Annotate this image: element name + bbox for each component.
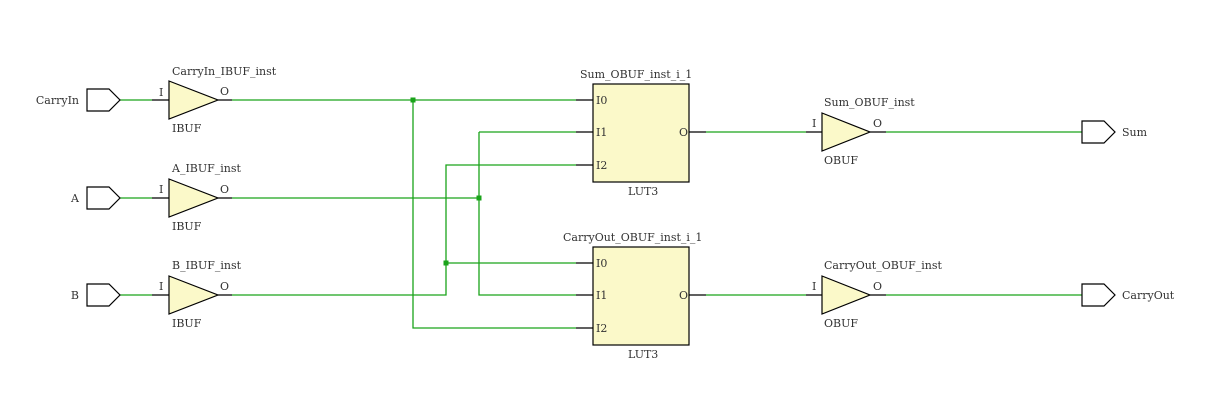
cell-instance-name: A_IBUF_inst <box>171 162 242 175</box>
input-port-a[interactable]: A <box>70 186 121 210</box>
pin-label: I <box>812 280 816 293</box>
pin-label: I1 <box>596 289 607 302</box>
cell-instance-name: B_IBUF_inst <box>172 259 242 272</box>
cell-type: IBUF <box>172 122 202 135</box>
ibuf-b[interactable]: B_IBUF_inst I O IBUF <box>152 259 242 330</box>
lut-sum[interactable]: Sum_OBUF_inst_i_1 I0 I1 I2 O LUT3 <box>576 68 706 198</box>
input-port-carryin[interactable]: CarryIn <box>36 88 121 112</box>
pin-label: I2 <box>596 159 607 172</box>
pin-label: O <box>220 183 229 196</box>
port-label: Sum <box>1122 126 1148 139</box>
cell-instance-name: Sum_OBUF_inst <box>824 96 915 109</box>
pin-label: O <box>679 126 688 139</box>
output-port-icon <box>1081 120 1116 144</box>
input-port-icon <box>86 88 121 112</box>
pin-label: O <box>873 280 882 293</box>
pin-label: I <box>812 117 816 130</box>
output-port-sum[interactable]: Sum <box>1081 120 1148 144</box>
junction-dot <box>410 97 416 103</box>
input-port-icon <box>86 283 121 307</box>
junction-dot <box>476 195 482 201</box>
pin-label: O <box>873 117 882 130</box>
output-port-carryout[interactable]: CarryOut <box>1081 283 1175 307</box>
pin-label: I <box>159 183 163 196</box>
lut-body <box>592 246 690 346</box>
buffer-triangle-icon <box>168 275 220 315</box>
buffer-triangle-icon <box>821 112 872 152</box>
buffer-triangle-icon <box>168 178 220 218</box>
pin-label: O <box>220 280 229 293</box>
pin-label: I2 <box>596 322 607 335</box>
obuf-sum[interactable]: Sum_OBUF_inst I O OBUF <box>806 96 915 167</box>
cell-type: LUT3 <box>628 348 658 361</box>
net-carryin-ibuf[interactable] <box>232 99 576 329</box>
lut-body <box>592 83 690 183</box>
pin-label: I0 <box>596 257 607 270</box>
net-b-ibuf[interactable] <box>232 164 576 296</box>
pin-label: O <box>679 289 688 302</box>
nets <box>120 97 1082 329</box>
pin-label: O <box>220 85 229 98</box>
pin-label: I0 <box>596 94 607 107</box>
cell-type: IBUF <box>172 220 202 233</box>
cell-type: LUT3 <box>628 185 658 198</box>
cell-instance-name: CarryOut_OBUF_inst <box>824 259 942 272</box>
net-a-ibuf[interactable] <box>232 131 576 296</box>
cell-type: OBUF <box>824 154 858 167</box>
input-port-b[interactable]: B <box>71 283 121 307</box>
lut-carryout[interactable]: CarryOut_OBUF_inst_i_1 I0 I1 I2 O LUT3 <box>563 231 706 361</box>
port-label: B <box>71 289 79 302</box>
output-port-icon <box>1081 283 1116 307</box>
obuf-carryout[interactable]: CarryOut_OBUF_inst I O OBUF <box>806 259 942 330</box>
port-label: CarryOut <box>1122 289 1175 302</box>
ibuf-a[interactable]: A_IBUF_inst I O IBUF <box>152 162 242 233</box>
cell-instance-name: CarryIn_IBUF_inst <box>172 65 277 78</box>
cell-type: OBUF <box>824 317 858 330</box>
pin-label: I1 <box>596 126 607 139</box>
pin-label: I <box>159 86 163 99</box>
port-label: A <box>70 192 80 205</box>
pin-label: I <box>159 280 163 293</box>
ibuf-carryin[interactable]: CarryIn_IBUF_inst I O IBUF <box>152 65 277 135</box>
cell-instance-name: Sum_OBUF_inst_i_1 <box>580 68 692 81</box>
junction-dot <box>443 260 449 266</box>
buffer-triangle-icon <box>821 275 872 315</box>
input-port-icon <box>86 186 121 210</box>
port-label: CarryIn <box>36 94 79 107</box>
cell-type: IBUF <box>172 317 202 330</box>
buffer-triangle-icon <box>168 80 220 120</box>
cell-instance-name: CarryOut_OBUF_inst_i_1 <box>563 231 702 244</box>
